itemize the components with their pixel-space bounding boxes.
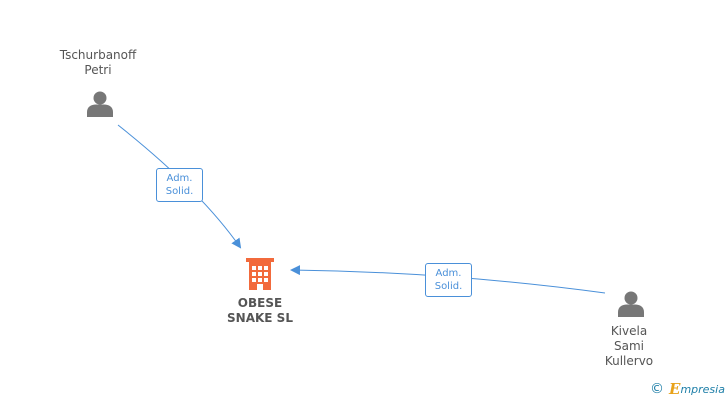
- copyright-icon: ©: [650, 381, 664, 397]
- person-icon[interactable]: [87, 91, 113, 118]
- person-icon[interactable]: [618, 291, 644, 318]
- building-icon[interactable]: [246, 258, 274, 290]
- relation-line: Solid.: [165, 186, 194, 197]
- name-line: Petri: [84, 63, 112, 77]
- name-line: Sami: [614, 339, 644, 353]
- name-line: SNAKE SL: [227, 311, 293, 325]
- person-name-label[interactable]: Kivela Sami Kullervo: [589, 324, 669, 369]
- relation-line: Adm.: [435, 268, 462, 279]
- copyright-notice: © E mpresia: [650, 379, 725, 399]
- company-name-label[interactable]: OBESE SNAKE SL: [210, 296, 310, 326]
- brand-logo-initial: E: [669, 380, 681, 398]
- relation-badge[interactable]: Adm. Solid.: [156, 168, 203, 202]
- relation-badge[interactable]: Adm. Solid.: [425, 263, 472, 297]
- relation-line: Adm.: [166, 173, 193, 184]
- name-line: OBESE: [237, 296, 283, 310]
- name-line: Kullervo: [604, 354, 654, 368]
- name-line: Kivela: [610, 324, 648, 338]
- brand-logo-text: mpresia: [680, 382, 725, 396]
- name-line: Tschurbanoff: [59, 48, 137, 62]
- relation-line: Solid.: [434, 281, 463, 292]
- person-name-label[interactable]: Tschurbanoff Petri: [48, 48, 148, 78]
